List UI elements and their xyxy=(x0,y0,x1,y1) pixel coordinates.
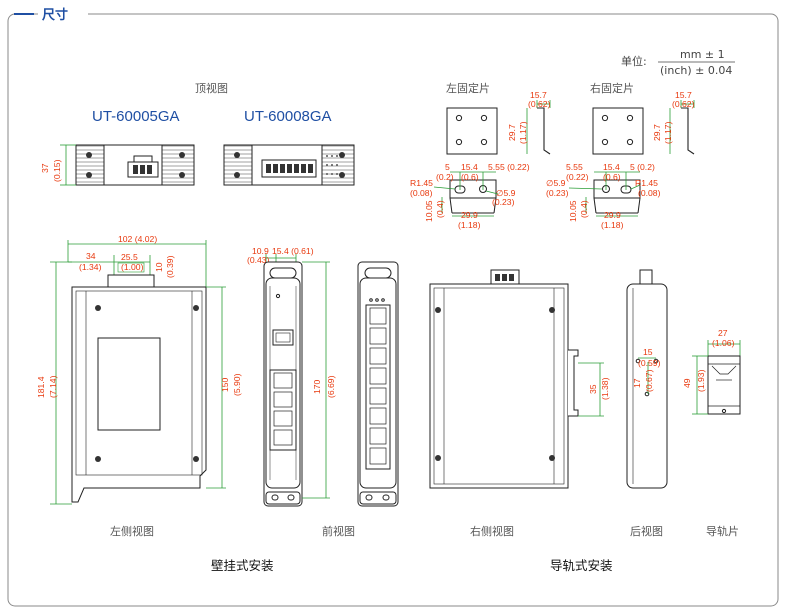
dimension-label: (0.6) xyxy=(603,172,621,182)
dimension-label: 37 xyxy=(40,163,50,173)
dimension-label: (0.22) xyxy=(566,172,589,182)
model-label-2: UT-60008GA xyxy=(244,108,332,125)
right-side-caption: 右侧视图 xyxy=(470,524,514,538)
dimension-label: (0.4) xyxy=(435,200,445,218)
dimension-label: 15.7 xyxy=(675,90,692,100)
dimension-label: (1.18) xyxy=(601,220,624,230)
dimension-label: (0.23) xyxy=(492,197,515,207)
dimension-label: 5 xyxy=(445,162,450,172)
dimension-label: 单位: xyxy=(621,54,647,68)
dimension-label: 29.9 xyxy=(604,210,621,220)
rail-mount-label: 导轨式安装 xyxy=(550,558,613,573)
left-side-view: 左侧视图 102 (4.02) 34 (1.34) 25.5 (1.00) 10… xyxy=(36,234,242,538)
dimension-label: 10.9 xyxy=(252,246,269,256)
dimension-label: (0.23) xyxy=(546,188,569,198)
dimension-label: R1.45 xyxy=(635,178,658,188)
section-title: 尺寸 xyxy=(42,7,68,23)
dimension-label: (0.39) xyxy=(165,255,175,278)
dimension-label: (1.18) xyxy=(458,220,481,230)
dimension-label: mm ± 1 xyxy=(680,48,725,61)
dimension-label: (0.08) xyxy=(638,188,661,198)
dimension-label: (1.06) xyxy=(712,338,735,348)
wall-mount-label: 壁挂式安装 xyxy=(211,558,274,573)
dimension-label: 5.55 xyxy=(566,162,583,172)
dimension-label: (0.6) xyxy=(461,172,479,182)
top-view-caption: 顶视图 xyxy=(195,81,228,95)
left-bracket: 左固定片 15.7 (0.62) 29.7 (1.17) 5 (0.2) 15.… xyxy=(410,81,551,230)
right-side-view: 右侧视图 35 (1.38) xyxy=(429,269,610,538)
dimension-label: (1.17) xyxy=(663,121,673,144)
dimension-label: (6.69) xyxy=(326,375,336,398)
dimension-label: 49 xyxy=(682,378,692,388)
dimension-label: 170 xyxy=(312,379,322,394)
dimension-label: 5.55 (0.22) xyxy=(488,162,530,172)
left-side-caption: 左侧视图 xyxy=(110,524,154,538)
dimension-label: (inch) ± 0.04 xyxy=(660,64,732,77)
dimension-label: 27 xyxy=(718,328,728,338)
dimension-label: (1.00) xyxy=(121,262,144,272)
top-view: 顶视图 UT-60005GA UT-60008GA 37 (0.15) xyxy=(40,81,355,186)
dimension-label: (1.38) xyxy=(600,377,610,400)
dimension-label: (0.59) xyxy=(638,358,661,368)
dimension-label: 10 xyxy=(154,262,164,272)
dimension-label: 10.05 xyxy=(568,200,578,222)
dimension-label: 15.7 xyxy=(530,90,547,100)
dimension-label: 29.7 xyxy=(652,124,662,141)
dimension-label: 25.5 xyxy=(121,252,138,262)
dimension-label: 34 xyxy=(86,251,96,261)
dimension-label: 15.4 (0.61) xyxy=(272,246,314,256)
dimension-label: 10.05 xyxy=(424,200,434,222)
dimension-label: R1.45 xyxy=(410,178,433,188)
panel-frame xyxy=(7,13,779,607)
dimension-label: (0.15) xyxy=(52,159,62,182)
dimension-label: ∅5.9 xyxy=(546,178,566,188)
rear-view: 后视图 15 (0.59) 17 (0.67) xyxy=(626,269,668,538)
dimension-label: 150 xyxy=(220,377,230,392)
din-rail-clip: 导轨片 27 (1.06) 49 (1.93) xyxy=(682,328,741,538)
dimension-label: 181.4 xyxy=(36,376,46,398)
dimension-label: (0.4) xyxy=(579,200,589,218)
dimension-label: 35 xyxy=(588,384,598,394)
dimension-label: 17 xyxy=(632,378,642,388)
dimension-label: 29.7 xyxy=(507,124,517,141)
dimension-label: 15.4 xyxy=(603,162,620,172)
dimension-label: ∅5.9 xyxy=(496,188,516,198)
model-label-1: UT-60005GA xyxy=(92,108,180,125)
dimension-label: 5 (0.2) xyxy=(630,162,655,172)
dimension-label: (1.34) xyxy=(79,262,102,272)
din-rail-caption: 导轨片 xyxy=(706,524,739,538)
unit-note: 单位: mm ± 1 (inch) ± 0.04 xyxy=(621,48,735,77)
dimension-label: (0.62) xyxy=(672,99,695,109)
dimension-label: (1.93) xyxy=(696,369,706,392)
dimension-label: (7.14) xyxy=(48,375,58,398)
front-view-8port xyxy=(357,261,399,507)
dimension-label: 102 (4.02) xyxy=(118,234,157,244)
right-bracket-caption: 右固定片 xyxy=(590,81,634,95)
dimension-label: (0.67) xyxy=(644,369,654,392)
dimension-label: (0.43) xyxy=(247,255,270,265)
dimension-label: (0.08) xyxy=(410,188,433,198)
dimension-label: (5.90) xyxy=(232,373,242,396)
dimension-label: (0.62) xyxy=(528,99,551,109)
front-view-caption: 前视图 xyxy=(322,524,355,538)
dimension-label: 15 xyxy=(643,347,653,357)
left-bracket-caption: 左固定片 xyxy=(446,81,490,95)
right-bracket: 右固定片 15.7 (0.62) 29.7 (1.17) 5.55 (0.22)… xyxy=(546,81,695,230)
dimension-label: 15.4 xyxy=(461,162,478,172)
dimension-label: (1.17) xyxy=(518,121,528,144)
dimension-label: (0.2) xyxy=(436,172,454,182)
rear-view-caption: 后视图 xyxy=(630,524,663,538)
dimension-label: 29.9 xyxy=(461,210,478,220)
front-view: 前视图 10.9 (0.43) 15.4 (0.61) 170 (6.69) xyxy=(247,246,355,538)
